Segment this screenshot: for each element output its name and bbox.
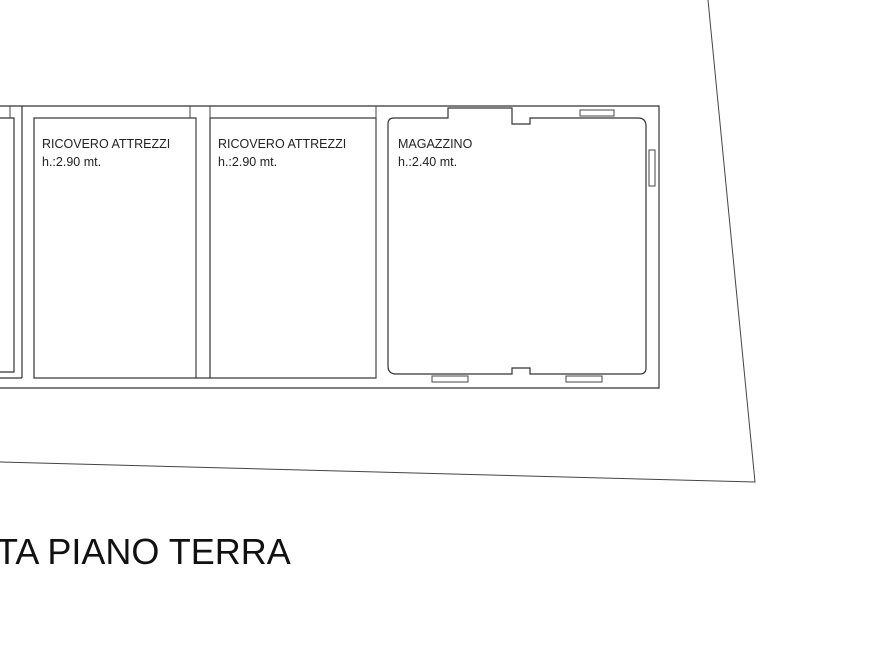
window-bottom-left [431, 375, 469, 383]
room-ricovero-attrezzi-2 [196, 106, 377, 379]
lot-boundary [0, 0, 756, 483]
window-right [648, 149, 656, 187]
building-outline [0, 105, 660, 389]
room-3-name: MAGAZZINO [398, 137, 473, 151]
room-3-height: h.:2.40 mt. [398, 155, 457, 169]
plan-title: TA PIANO TERRA [0, 531, 291, 572]
room-ricovero-attrezzi-1 [21, 106, 197, 379]
room-1-height: h.:2.90 mt. [42, 155, 101, 169]
room-2-height: h.:2.90 mt. [218, 155, 277, 169]
room-magazzino [387, 107, 656, 383]
window-top [579, 109, 615, 117]
room-1-name: RICOVERO ATTREZZI [42, 137, 170, 151]
room-2-name: RICOVERO ATTREZZI [218, 137, 346, 151]
window-bottom-right [565, 375, 603, 383]
